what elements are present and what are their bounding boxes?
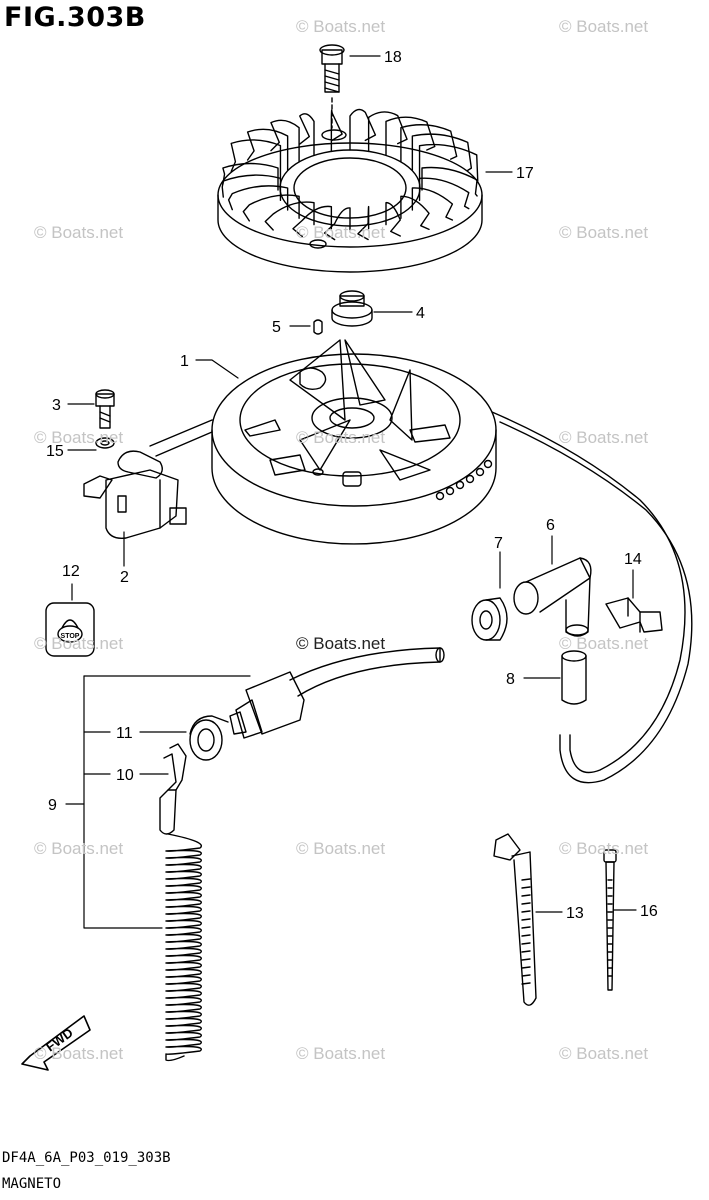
watermark: © Boats.net	[296, 1044, 386, 1063]
fan-blade	[400, 124, 458, 163]
fan-blade	[400, 195, 430, 231]
fan-blade	[411, 133, 473, 172]
leader-lines	[65, 55, 637, 929]
callout-washer: 15	[46, 443, 64, 460]
flywheel-nut-part	[331, 290, 373, 327]
clamp-tie-part	[493, 833, 537, 1006]
figure-title: FIG.303B	[4, 2, 146, 33]
fan-blade	[222, 162, 279, 191]
callout-stop-label: 12	[62, 563, 80, 580]
fan-blade	[418, 143, 479, 184]
callout-wire-clamp: 14	[624, 551, 642, 568]
watermark: © Boats.net	[34, 1044, 124, 1063]
watermark: © Boats.net	[296, 428, 386, 447]
coil-bolt-part	[95, 389, 115, 429]
fan-blade	[418, 177, 470, 210]
fan-blade	[385, 201, 401, 237]
cable-tie-part	[603, 849, 617, 991]
boot-part	[561, 650, 587, 705]
watermark: © Boats.net	[296, 634, 386, 653]
fan-blade	[299, 113, 315, 157]
fan-blade	[411, 187, 454, 221]
callout-flywheel-nut: 4	[416, 305, 425, 322]
fan-blade	[246, 128, 289, 171]
watermark: © Boats.net	[296, 223, 386, 242]
callout-switch-nut: 11	[116, 725, 133, 742]
washer-part	[95, 437, 115, 449]
watermark: © Boats.net	[34, 634, 124, 653]
callout-clamp-tie: 13	[566, 905, 584, 922]
watermark: © Boats.net	[34, 839, 124, 858]
fan-blade	[323, 207, 351, 241]
callout-coil-bolt: 3	[52, 397, 61, 414]
callout-magneto-rotor: 1	[180, 353, 189, 370]
cap-cover-part	[471, 597, 508, 641]
fan-blade	[230, 139, 282, 181]
figure-code: DF4A_6A_P03_019_303B	[2, 1150, 171, 1166]
fan-blade	[227, 185, 289, 211]
watermark: © Boats.net	[559, 428, 649, 447]
fan-blade	[357, 205, 370, 241]
plug-cap-part	[513, 557, 592, 637]
callout-ignition-coil: 2	[120, 569, 129, 586]
fan-blade	[264, 201, 315, 231]
stop-switch-part	[189, 647, 445, 761]
fan-blade	[292, 205, 333, 238]
fan-blade	[349, 108, 377, 151]
watermark: © Boats.net	[559, 634, 649, 653]
stop-label-part	[45, 602, 95, 657]
watermark: © Boats.net	[559, 17, 649, 36]
ignition-coil-part	[83, 419, 213, 539]
fan-blade	[270, 119, 300, 163]
fan-blade	[367, 111, 408, 153]
fan-blade	[385, 116, 436, 157]
watermark: © Boats.net	[559, 1044, 649, 1063]
callout-lanyard-clip: 10	[116, 767, 134, 784]
fwd-arrow	[21, 1015, 91, 1071]
callout-key: 5	[272, 319, 281, 336]
key-part	[313, 319, 323, 335]
watermark: © Boats.net	[34, 223, 124, 242]
callout-cap-cover: 7	[494, 535, 503, 552]
callout-boot: 8	[506, 671, 515, 688]
watermark: © Boats.net	[296, 17, 386, 36]
callout-stop-switch-assembly: 9	[48, 797, 57, 814]
watermark: © Boats.net	[296, 839, 386, 858]
figure-caption: MAGNETO	[2, 1176, 62, 1192]
watermark: © Boats.net	[559, 223, 649, 242]
wire-clamp-part	[605, 597, 663, 633]
watermark: © Boats.net	[559, 839, 649, 858]
ht-cord	[491, 411, 693, 784]
flywheel-fan-part	[217, 108, 483, 273]
callout-flywheel-bolt: 18	[384, 49, 402, 66]
callout-cable-tie: 16	[640, 903, 658, 920]
callout-flywheel-fan: 17	[516, 165, 534, 182]
flywheel-bolt-part	[319, 44, 345, 129]
watermark: © Boats.net	[34, 428, 124, 447]
lanyard-clip-part	[159, 743, 202, 1062]
magneto-rotor-part	[211, 339, 497, 545]
callout-plug-cap: 6	[546, 517, 555, 534]
stop-label-text: STOP	[61, 633, 80, 640]
fan-blade	[242, 194, 300, 222]
